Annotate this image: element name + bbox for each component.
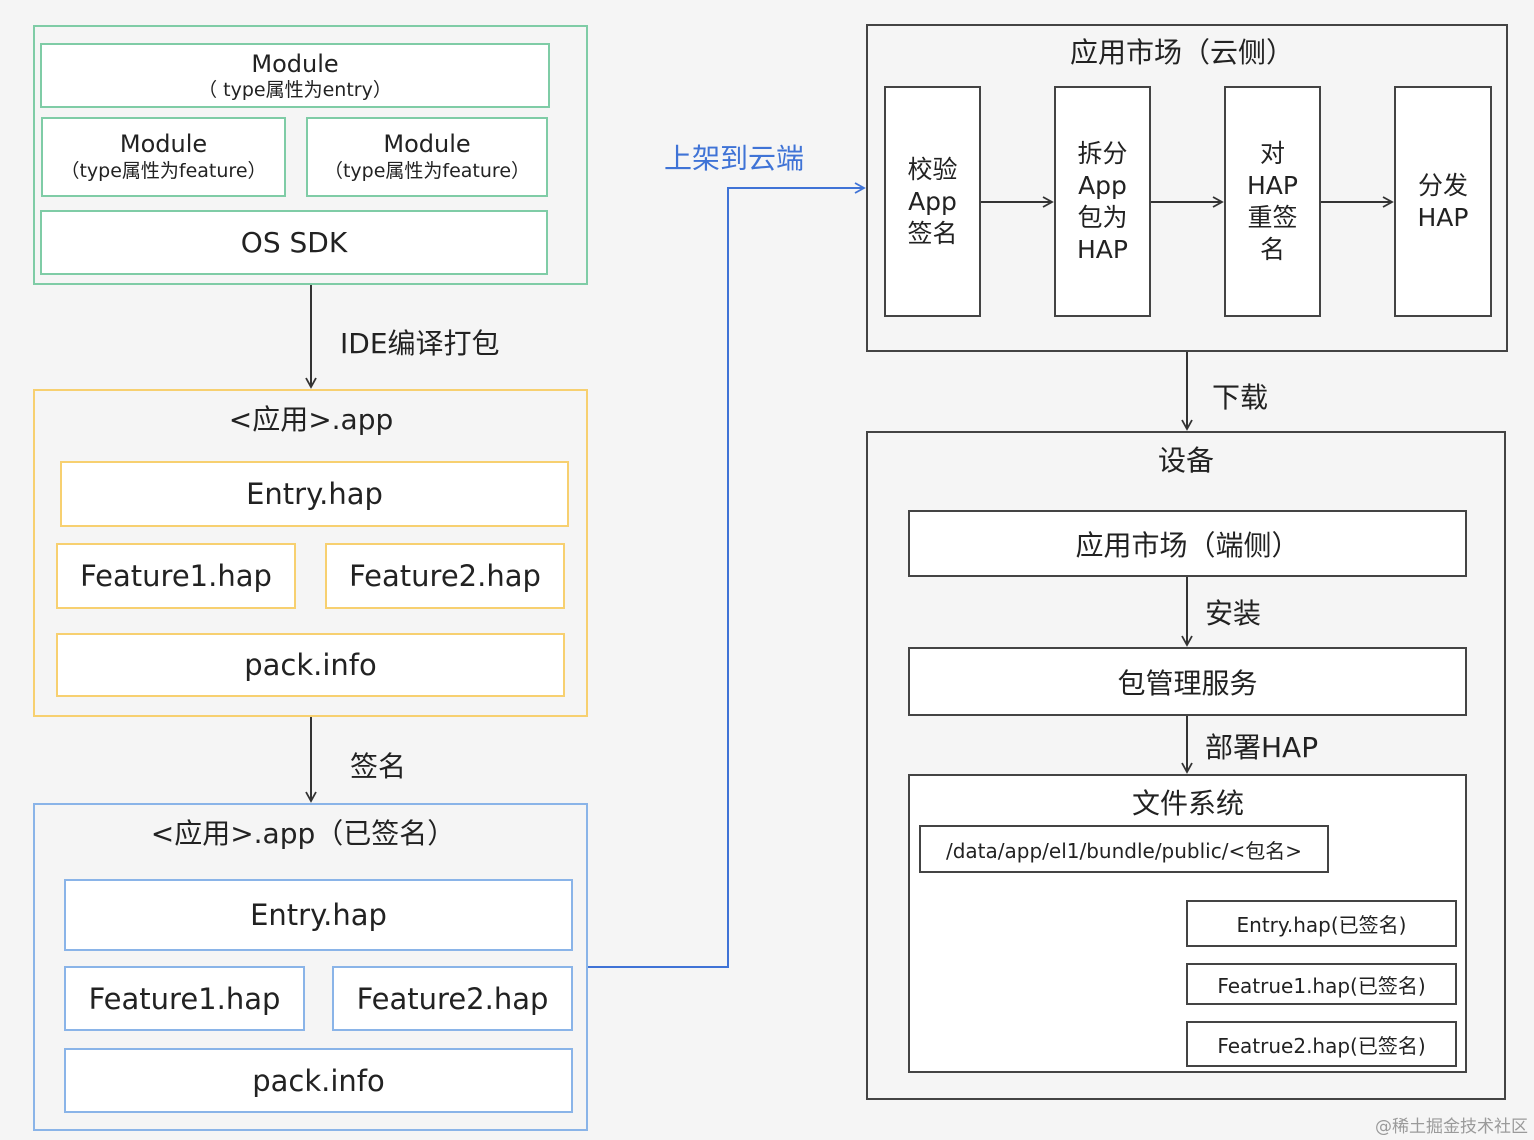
app-package-group — [33, 389, 588, 717]
signed-package-group — [33, 803, 588, 1131]
step-resign-line-2: HAP — [1247, 170, 1298, 200]
signed-feature2-hap-label: Feature2.hap — [356, 981, 549, 1016]
cloud-market-group — [866, 24, 1508, 352]
feature-module-2-subtitle: （type属性为feature） — [323, 160, 531, 182]
file-entry-hap-label: Entry.hap(已签名) — [1236, 913, 1407, 937]
deploy-label: 部署HAP — [1205, 731, 1319, 764]
file-feature2-hap: Featrue2.hap(已签名) — [1186, 1021, 1457, 1067]
step-resign-line-1: 对 — [1259, 138, 1285, 168]
entry-module-subtitle: （ type属性为entry） — [198, 78, 392, 101]
bundle-service-label: 包管理服务 — [1117, 666, 1258, 700]
file-system-title: 文件系统 — [1131, 787, 1245, 820]
feature-module-1-subtitle: （type属性为feature） — [60, 160, 267, 182]
signed-feature1-hap: Feature1.hap — [64, 966, 305, 1031]
bundle-service-box: 包管理服务 — [908, 647, 1467, 716]
step-verify-line-3: 签名 — [907, 218, 958, 248]
signed-entry-hap-label: Entry.hap — [250, 898, 387, 932]
os-sdk-box: OS SDK — [40, 210, 548, 275]
entry-module-box: Module （ type属性为entry） — [40, 43, 550, 108]
step-split-line-1: 拆分 — [1077, 138, 1128, 168]
feature-module-box-2: Module （type属性为feature） — [306, 117, 548, 197]
cloud-step-verify: 校验 App 签名 — [884, 86, 981, 317]
file-entry-hap: Entry.hap(已签名) — [1186, 900, 1457, 947]
cloud-step-split: 拆分 App 包为 HAP — [1054, 86, 1151, 317]
step-split-line-4: HAP — [1077, 234, 1128, 264]
app-entry-hap-label: Entry.hap — [246, 477, 383, 511]
feature-module-1-title: Module — [119, 130, 208, 158]
device-group — [866, 431, 1506, 1100]
market-client-label: 应用市场（端侧） — [1075, 528, 1300, 562]
step-distribute-line-2: HAP — [1417, 202, 1469, 232]
bundle-path-label: /data/app/el1/bundle/public/<包名> — [945, 838, 1302, 863]
step-split-line-2: App — [1078, 170, 1127, 200]
signed-pack-info-label: pack.info — [252, 1063, 385, 1098]
device-title: 设备 — [1157, 444, 1215, 477]
feature-module-2-title: Module — [383, 130, 471, 158]
step-verify-line-1: 校验 — [907, 154, 958, 184]
bundle-path-box: /data/app/el1/bundle/public/<包名> — [919, 825, 1329, 873]
file-feature2-hap-label: Featrue2.hap(已签名) — [1217, 1033, 1426, 1058]
step-split-line-3: 包为 — [1077, 202, 1128, 232]
cloud-market-title: 应用市场（云侧） — [1069, 36, 1295, 69]
signed-feature2-hap: Feature2.hap — [332, 966, 573, 1031]
install-label: 安装 — [1205, 597, 1262, 630]
app-feature2-hap-label: Feature2.hap — [349, 559, 541, 593]
app-feature2-hap: Feature2.hap — [325, 543, 565, 609]
download-label: 下载 — [1212, 381, 1269, 414]
app-pack-info-label: pack.info — [244, 648, 377, 682]
cloud-step-distribute: 分发 HAP — [1394, 86, 1492, 317]
upload-arrow — [588, 182, 866, 968]
app-pack-info: pack.info — [56, 633, 565, 697]
market-client-box: 应用市场（端侧） — [908, 510, 1467, 577]
file-feature1-hap: Featrue1.hap(已签名) — [1186, 963, 1457, 1005]
signed-pack-info: pack.info — [64, 1048, 573, 1113]
os-sdk-label: OS SDK — [240, 226, 348, 259]
sign-label: 签名 — [350, 750, 407, 783]
app-feature1-hap: Feature1.hap — [56, 543, 296, 609]
signed-feature1-hap-label: Feature1.hap — [88, 981, 281, 1016]
app-feature1-hap-label: Feature1.hap — [80, 559, 272, 593]
feature-module-box-1: Module （type属性为feature） — [41, 117, 286, 197]
app-entry-hap: Entry.hap — [60, 461, 569, 527]
signed-entry-hap: Entry.hap — [64, 879, 573, 951]
source-group — [33, 25, 588, 285]
step-distribute-line-1: 分发 — [1417, 170, 1468, 200]
step-resign-line-4: 名 — [1259, 234, 1285, 264]
cloud-step-resign: 对 HAP 重签 名 — [1224, 86, 1321, 317]
watermark: @稀土掘金技术社区 — [1375, 1117, 1528, 1137]
file-feature1-hap-label: Featrue1.hap(已签名) — [1217, 973, 1426, 998]
step-resign-line-3: 重签 — [1247, 202, 1298, 232]
signed-package-title: <应用>.app（已签名） — [150, 817, 456, 850]
compile-label: IDE编译打包 — [340, 327, 500, 360]
entry-module-title: Module — [251, 49, 339, 78]
upload-label: 上架到云端 — [664, 142, 805, 175]
app-package-title: <应用>.app — [228, 403, 394, 436]
step-verify-line-2: App — [908, 186, 957, 216]
